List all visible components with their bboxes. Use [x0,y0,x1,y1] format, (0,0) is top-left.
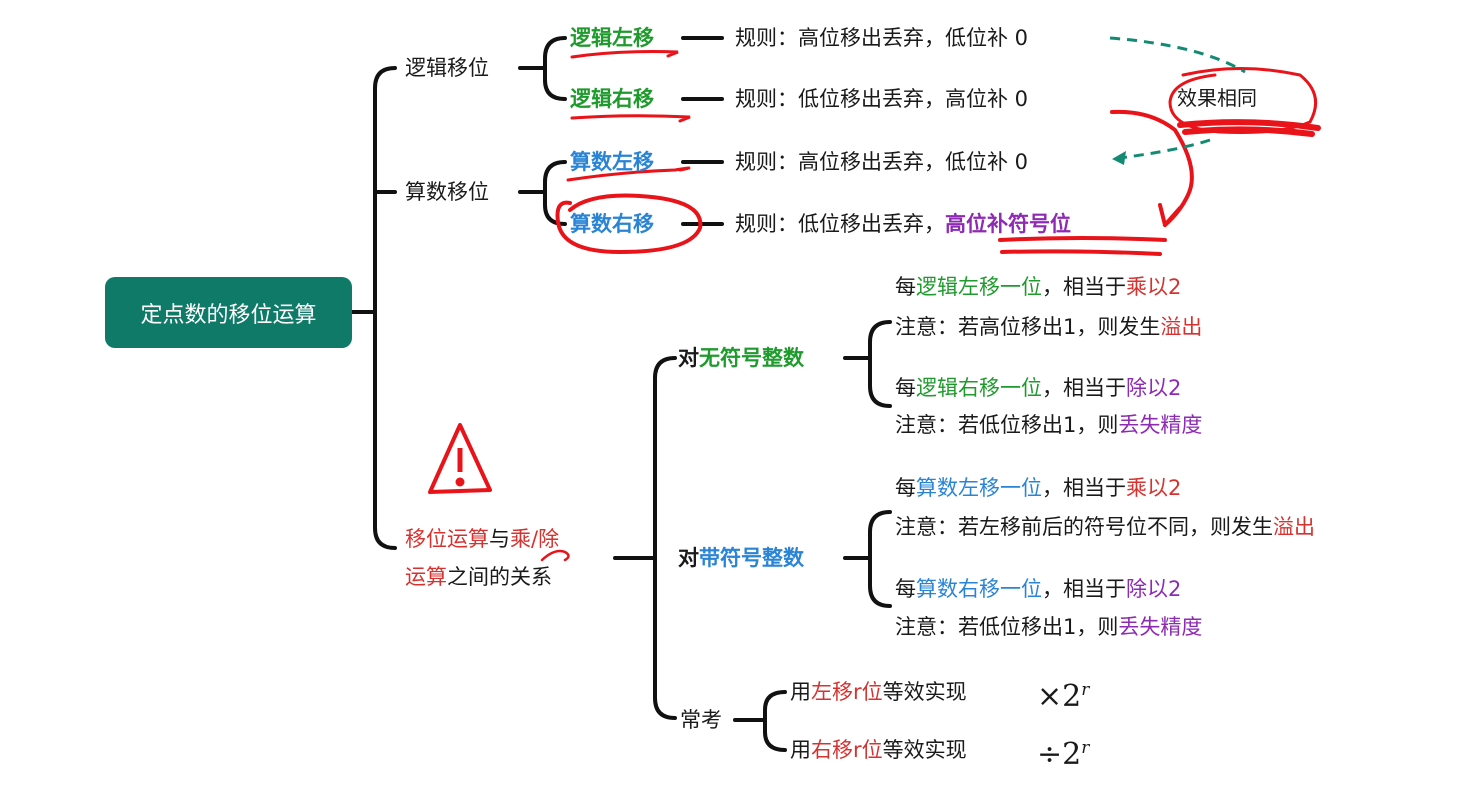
signed-item: 每算数右移一位，相当于除以2 [895,575,1181,603]
node-unsigned: 对无符号整数 [678,344,804,372]
text: 溢出 [1273,515,1315,539]
text: 等效实现 [882,680,967,704]
signed-item: 注意：若左移前后的符号位不同，则发生溢出 [895,513,1315,541]
underline-sign-bit [998,236,1167,242]
math-times-2r: ×2r [1037,676,1090,714]
text: 注意：若低位移出1，则 [895,615,1119,639]
text: 逻辑左移一位 [916,275,1042,299]
text: 移位运算 [405,527,489,551]
node-signed: 对带符号整数 [678,544,804,572]
rule-text: 规则：低位移出丢弃， [735,212,945,236]
text: 算数右移一位 [916,577,1042,601]
rule-logical-right: 规则：低位移出丢弃，高位补 0 [735,87,1029,111]
text: r [1081,680,1090,700]
signed-item: 每算数左移一位，相当于乘以2 [895,474,1181,502]
common-item: 用左移r位等效实现 [790,678,967,706]
underline-logical-left [570,50,679,59]
text: 算数左移一位 [916,476,1042,500]
text: ，相当于 [1042,476,1126,500]
text: 无符号整数 [699,346,804,370]
text: 注意：若左移前后的符号位不同，则发生 [895,515,1273,539]
math-divide-2r: ÷2r [1037,734,1090,772]
rule-arith-left: 规则：高位移出丢弃，低位补 0 [735,150,1029,174]
text: 注意：若低位移出1，则 [895,413,1119,437]
text: 乘以2 [1126,476,1182,500]
text: 等效实现 [882,738,967,762]
text: 溢出 [1160,315,1203,339]
node-logical-right: 逻辑右移 [570,87,654,111]
text: ，相当于 [1042,577,1126,601]
rule-highlight: 高位补符号位 [945,212,1071,236]
root-node: 定点数的移位运算 [105,277,352,348]
node-logical-left: 逻辑左移 [570,26,654,50]
text: 注意：若高位移出1，则发生 [895,315,1161,339]
node-relation-line2: 运算之间的关系 [405,563,552,591]
text: 乘以2 [1126,275,1182,299]
text: 右移r位 [811,738,883,762]
unsigned-item: 每逻辑右移一位，相当于除以2 [895,374,1181,402]
text: 乘/除 [510,527,560,551]
node-logical-shift: 逻辑移位 [405,56,489,80]
text: 与 [489,527,510,551]
unsigned-item: 注意：若低位移出1，则丢失精度 [895,411,1202,439]
text: 每 [895,577,916,601]
text: r [1081,738,1090,758]
rule-logical-left: 规则：高位移出丢弃，低位补 0 [735,26,1029,50]
text: 之间的关系 [447,565,552,589]
text: 除以2 [1126,376,1182,400]
node-arith-shift: 算数移位 [405,180,489,204]
node-arith-right: 算数右移 [570,212,654,236]
text: 每 [895,275,916,299]
text: ÷2 [1037,737,1082,772]
text: ，相当于 [1042,376,1126,400]
text: 对 [678,346,699,370]
common-item: 用右移r位等效实现 [790,736,967,764]
text: 丢失精度 [1118,413,1203,437]
underline-logical-right [570,114,691,123]
text: ×2 [1037,679,1082,714]
text: 运算 [405,565,447,589]
node-arith-left: 算数左移 [570,150,654,174]
unsigned-item: 每逻辑左移一位，相当于乘以2 [895,273,1181,301]
text: 每 [895,476,916,500]
text: 逻辑右移一位 [916,376,1042,400]
circle-arith-right [555,193,703,255]
rule-arith-right: 规则：低位移出丢弃，高位补符号位 [735,210,1071,238]
text: 除以2 [1126,577,1182,601]
text: 对 [678,546,699,570]
same-effect-note: 效果相同 [1177,86,1257,110]
text: 每 [895,376,916,400]
text: 用 [790,680,811,704]
text: 丢失精度 [1118,615,1203,639]
dashed-arrow [1109,36,1246,160]
warning-icon [428,423,492,494]
underline-arith-left [566,166,691,182]
text: 左移r位 [811,680,883,704]
node-relation-line1: 移位运算与乘/除 [405,525,559,553]
text: 带符号整数 [699,546,804,570]
text: ，相当于 [1042,275,1126,299]
text: 用 [790,738,811,762]
signed-item: 注意：若低位移出1，则丢失精度 [895,613,1202,641]
unsigned-item: 注意：若高位移出1，则发生溢出 [895,313,1202,341]
node-common: 常考 [680,708,722,732]
